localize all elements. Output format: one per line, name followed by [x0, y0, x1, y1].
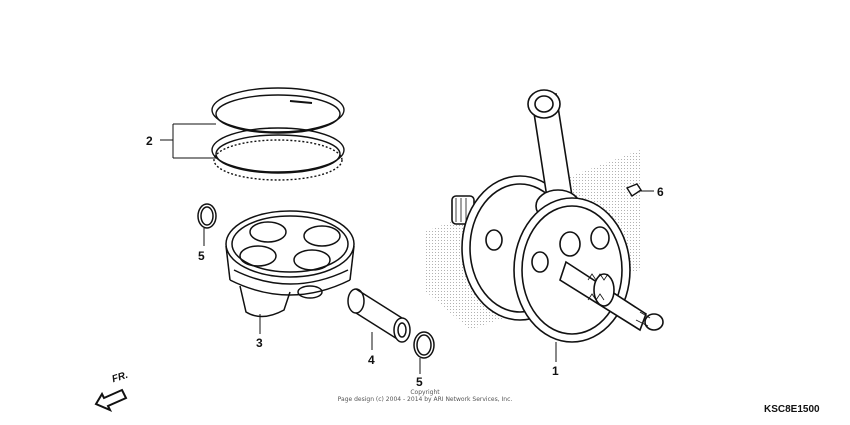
- callout-3[interactable]: 3: [256, 336, 263, 350]
- callout-5-upper[interactable]: 5: [198, 249, 205, 263]
- callout-6[interactable]: 6: [657, 185, 664, 199]
- piston-pin-clip-upper[interactable]: [197, 203, 217, 229]
- woodruff-key[interactable]: [625, 183, 642, 197]
- piston-pin-clip-lower[interactable]: [413, 331, 435, 359]
- copyright-notice: Page design (c) 2004 - 2014 by ARI Netwo…: [337, 396, 513, 403]
- leader-2: [160, 123, 216, 159]
- callout-1[interactable]: 1: [552, 364, 559, 378]
- callout-4[interactable]: 4: [368, 353, 375, 367]
- crankshaft[interactable]: [424, 89, 664, 343]
- piston-rings[interactable]: [211, 87, 345, 181]
- front-direction-arrow-icon: [94, 388, 128, 412]
- piston[interactable]: [225, 210, 355, 318]
- piston-pin[interactable]: [347, 288, 411, 343]
- callout-2[interactable]: 2: [146, 134, 153, 148]
- callout-5-lower[interactable]: 5: [416, 375, 423, 389]
- copyright-title: Copyright: [410, 389, 440, 396]
- diagram-code: KSC8E1500: [764, 404, 820, 415]
